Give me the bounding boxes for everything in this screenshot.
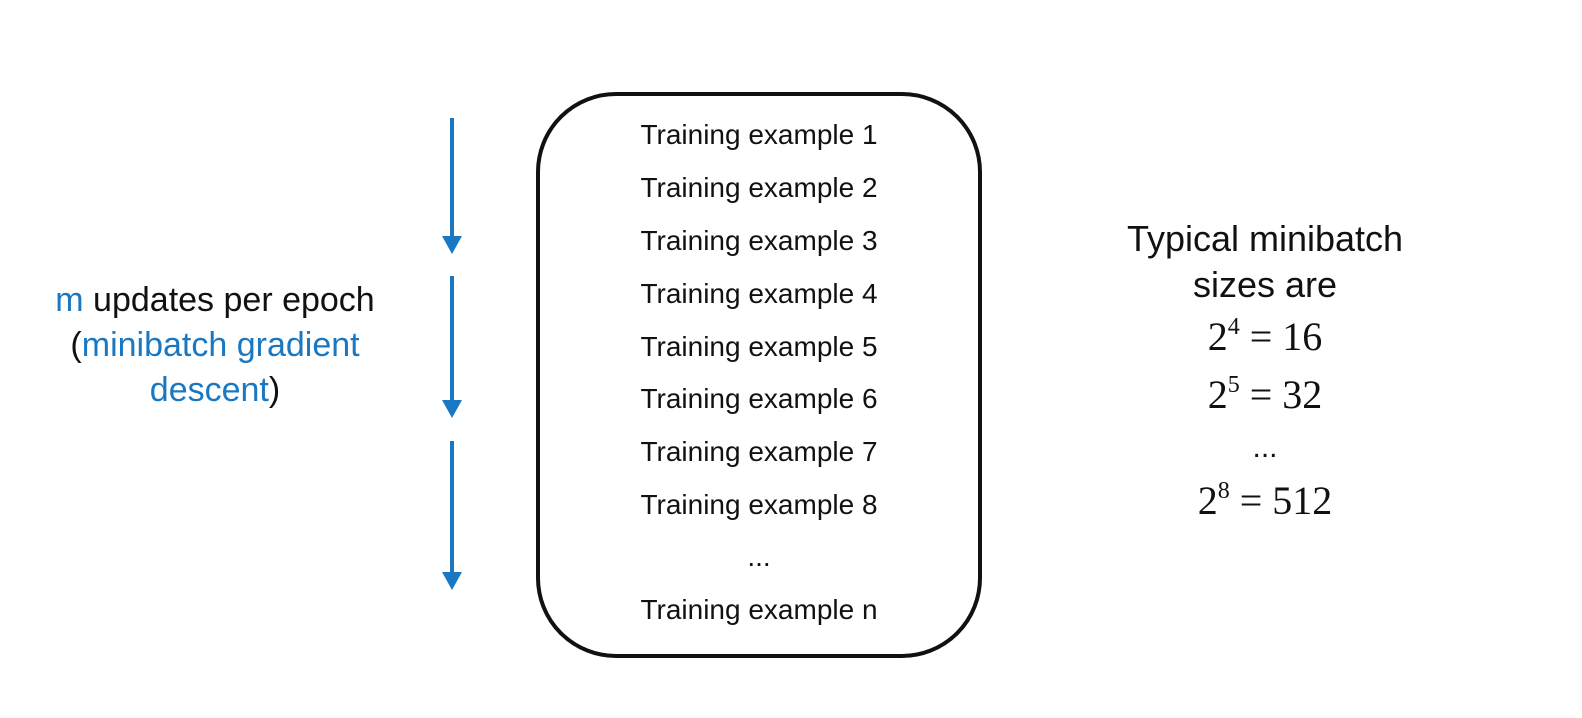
training-example: Training example 5 — [640, 331, 878, 362]
formula-exponent: 5 — [1227, 372, 1240, 398]
caption-line-2: (minibatch gradient — [10, 323, 420, 368]
formula-base: 2 — [1197, 478, 1218, 523]
training-example: Training example 1 — [640, 119, 878, 150]
caption-m: m — [55, 281, 84, 319]
training-example: Training example 2 — [640, 172, 878, 203]
caption-method-line-1: minibatch gradient — [81, 326, 360, 364]
training-examples-box — [536, 92, 982, 658]
minibatch-size-notes: Typical minibatch sizes are 24 = 16 25 =… — [1080, 216, 1450, 530]
caption-line-3: descent) — [10, 368, 420, 413]
training-example: Training example 6 — [640, 383, 878, 414]
training-example: Training example 3 — [640, 225, 878, 256]
formula-value: = 512 — [1239, 478, 1333, 523]
training-example-ellipsis: ... — [747, 541, 771, 572]
caption-close-paren: ) — [268, 371, 281, 409]
formula-base: 2 — [1207, 372, 1228, 417]
training-example: Training example 8 — [640, 489, 878, 520]
formula-exponent: 8 — [1217, 478, 1230, 504]
training-example: Training example 7 — [640, 436, 878, 467]
formula-exponent: 4 — [1227, 314, 1240, 340]
caption-method-line-2: descent — [149, 371, 269, 409]
notes-title-line-1: Typical minibatch — [1126, 218, 1404, 259]
training-example: Training example n — [640, 594, 878, 625]
minibatch-1-arrow-icon — [440, 118, 464, 254]
notes-title-line-2: sizes are — [1192, 264, 1338, 305]
formula-value: = 16 — [1249, 314, 1323, 359]
caption-line-1: m updates per epoch — [10, 278, 420, 323]
minibatch-3-arrow-icon — [440, 441, 464, 591]
caption-updates-per-epoch: updates per epoch — [83, 281, 375, 319]
notes-ellipsis: ... — [1252, 431, 1278, 464]
formula-value: = 32 — [1249, 372, 1323, 417]
size-32-formula: 25 = 32 — [1080, 366, 1450, 424]
size-16-formula: 24 = 16 — [1080, 308, 1450, 366]
training-example: Training example 4 — [640, 278, 878, 309]
caption-open-paren: ( — [70, 326, 82, 364]
formula-base: 2 — [1207, 314, 1228, 359]
updates-per-epoch-caption: m updates per epoch (minibatch gradient … — [10, 278, 420, 413]
minibatch-2-arrow-icon — [440, 276, 464, 418]
size-512-formula: 28 = 512 — [1080, 472, 1450, 530]
